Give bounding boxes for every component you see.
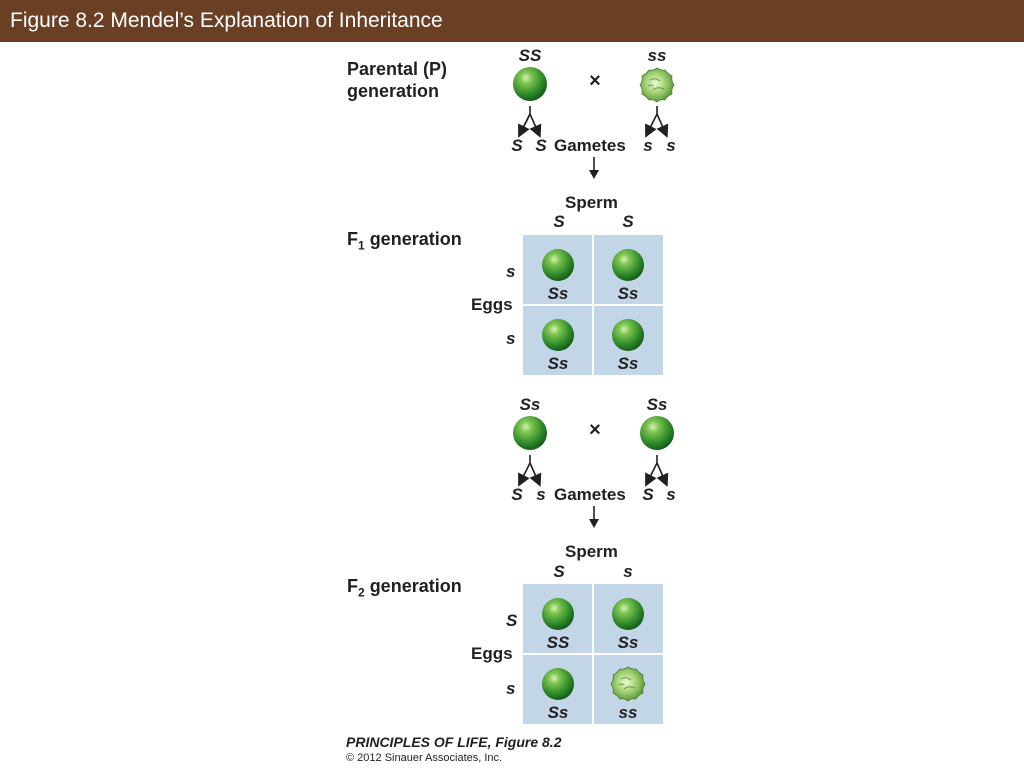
credit-book-title: PRINCIPLES OF LIFE, Figure 8.2 [346, 734, 562, 750]
round-pea-icon [612, 319, 644, 351]
f1-generation-label: F1 generation [347, 228, 462, 257]
f2-punnett-square: SS Ss Ss ss [523, 584, 663, 724]
f1-cell-genotype: Ss [617, 284, 639, 303]
f1-label-sub: 1 [358, 238, 365, 253]
f1-gametes-label: Gametes [554, 485, 626, 504]
f1-egg-allele-2: s [506, 329, 516, 348]
f1-cell-genotype: Ss [547, 284, 569, 303]
round-pea-icon [513, 416, 547, 450]
f2-cell-genotype: Ss [617, 633, 639, 652]
f1-sperm-label: Sperm [565, 193, 618, 212]
cross-symbol: × [589, 70, 601, 92]
f1-label-main: F [347, 229, 358, 249]
f1-eggs-label: Eggs [471, 295, 513, 314]
grid-divider [523, 653, 663, 655]
f2-egg-allele-2: s [506, 679, 516, 698]
round-pea-icon [612, 598, 644, 630]
f1-sperm-allele-1: S [553, 212, 565, 231]
f1-gamete-left-2: s [536, 485, 546, 504]
f2-generation-label: F2 generation [347, 575, 462, 604]
cross-symbol: × [589, 419, 601, 441]
f1-gamete-right-1: S [642, 485, 654, 504]
f1-label-rest: generation [364, 229, 462, 249]
f2-label-rest: generation [364, 576, 462, 596]
p-gamete-right-1: s [643, 136, 653, 155]
f1-gamete-left-1: S [511, 485, 523, 504]
wrinkled-pea-icon [610, 666, 646, 702]
round-pea-icon [542, 249, 574, 281]
f2-sperm-allele-2: s [623, 562, 633, 581]
f1-cross-right-genotype: Ss [646, 395, 668, 414]
gamete-split-arrows-right [645, 455, 679, 487]
parent-right-genotype: ss [647, 46, 667, 65]
f1-cell-genotype: Ss [547, 354, 569, 373]
credit-copyright: © 2012 Sinauer Associates, Inc. [346, 752, 503, 764]
grid-divider [523, 304, 663, 306]
p-gametes-label: Gametes [554, 136, 626, 155]
f2-egg-allele-1: S [506, 611, 518, 630]
f1-cross-left-genotype: Ss [519, 395, 541, 414]
f2-cell-genotype: Ss [547, 703, 569, 722]
parent-left-genotype: SS [518, 46, 542, 65]
down-arrow-icon [589, 506, 599, 528]
round-pea-icon [612, 249, 644, 281]
f1-gamete-right-2: s [666, 485, 676, 504]
round-pea-icon [542, 319, 574, 351]
p-gamete-left-1: S [511, 136, 523, 155]
title-bar: Figure 8.2 Mendel’s Explanation of Inher… [0, 0, 1024, 42]
round-pea-icon [542, 668, 574, 700]
p-gamete-right-2: s [666, 136, 676, 155]
f1-egg-allele-1: s [506, 262, 516, 281]
f1-punnett-square: Ss Ss Ss Ss [523, 235, 663, 375]
f2-cell-genotype: SS [546, 633, 570, 652]
wrinkled-pea-icon [639, 67, 675, 103]
f2-eggs-label: Eggs [471, 644, 513, 663]
f2-sperm-label: Sperm [565, 542, 618, 561]
round-pea-icon [640, 416, 674, 450]
round-pea-icon [542, 598, 574, 630]
parental-label-line1: Parental (P) [347, 59, 448, 79]
f2-label-sub: 2 [358, 585, 365, 600]
page-title: Figure 8.2 Mendel’s Explanation of Inher… [10, 9, 443, 32]
f1-cell-genotype: Ss [617, 354, 639, 373]
p-gamete-left-2: S [535, 136, 547, 155]
parental-label: Parental (P) generation [347, 58, 447, 102]
gamete-split-arrows-left [518, 106, 552, 138]
f2-cell-genotype: ss [618, 703, 638, 722]
gamete-split-arrows-right [645, 106, 679, 138]
gamete-split-arrows-left [518, 455, 552, 487]
f2-sperm-allele-1: S [553, 562, 565, 581]
round-pea-icon [513, 67, 547, 101]
down-arrow-icon [589, 157, 599, 179]
f2-label-main: F [347, 576, 358, 596]
f1-sperm-allele-2: S [622, 212, 634, 231]
parental-label-line2: generation [347, 81, 440, 101]
